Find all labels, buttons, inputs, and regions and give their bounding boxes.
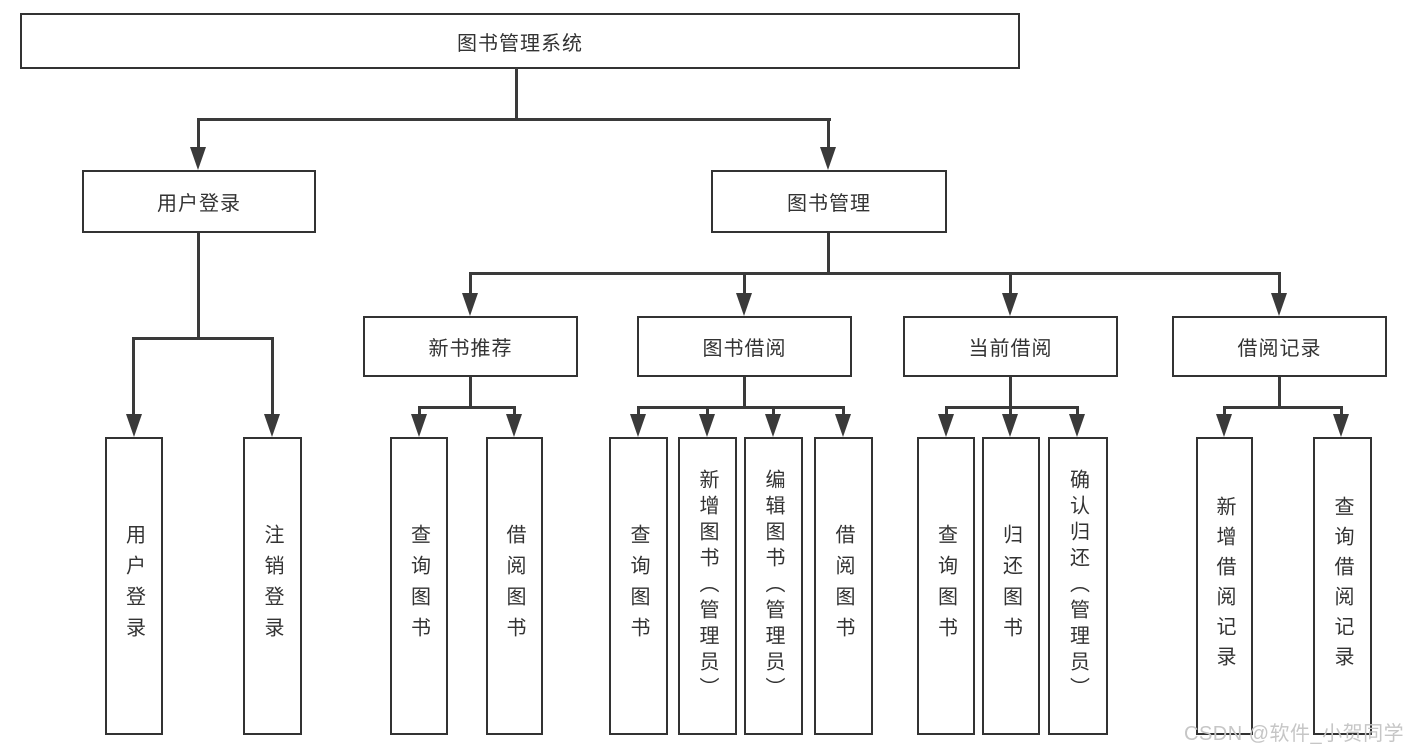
- connector-vline: [1009, 272, 1012, 298]
- leaf-nb-borrow-books: 借阅图书: [486, 437, 543, 735]
- connector-vline: [743, 272, 746, 298]
- node-library-management-system: 图书管理系统: [20, 13, 1020, 69]
- leaf-bb-query-books-label: 查询图书: [627, 524, 649, 648]
- leaf-br-query-record: 查询借阅记录: [1313, 437, 1372, 735]
- leaf-user-login: 用户登录: [105, 437, 163, 735]
- connector-arrowhead: [506, 414, 522, 437]
- leaf-bb-add-books-admin-label: 新增图书（管理员）: [696, 469, 718, 703]
- connector-vline: [706, 406, 709, 418]
- connector-vline: [1340, 406, 1343, 418]
- node-current-borrowing: 当前借阅: [903, 316, 1118, 377]
- connector-vline: [515, 68, 518, 120]
- connector-arrowhead: [462, 293, 478, 316]
- leaf-nb-query-books-label: 查询图书: [407, 524, 430, 648]
- leaf-bb-add-books-admin: 新增图书（管理员）: [678, 437, 737, 735]
- connector-vline: [197, 118, 200, 150]
- leaf-bb-borrow-books: 借阅图书: [814, 437, 873, 735]
- connector-arrowhead: [1216, 414, 1232, 437]
- connector-arrowhead: [190, 147, 206, 170]
- node-book-management: 图书管理: [711, 170, 947, 233]
- leaf-cb-return-books-label: 归还图书: [999, 524, 1022, 648]
- connector-vline: [772, 406, 775, 418]
- leaf-cb-return-books: 归还图书: [982, 437, 1040, 735]
- leaf-user-login-label: 用户登录: [122, 524, 145, 648]
- connector-arrowhead: [699, 414, 715, 437]
- connector-vline: [827, 118, 830, 150]
- connector-vline: [469, 377, 472, 409]
- leaf-cb-confirm-return-admin-label: 确认归还（管理员）: [1066, 469, 1089, 703]
- connector-hline: [637, 406, 845, 409]
- connector-vline: [637, 406, 640, 418]
- connector-arrowhead: [820, 147, 836, 170]
- connector-arrowhead: [765, 414, 781, 437]
- leaf-bb-edit-books-admin-label: 编辑图书（管理员）: [762, 469, 784, 703]
- connector-hline: [469, 272, 1281, 275]
- leaf-bb-borrow-books-label: 借阅图书: [832, 524, 854, 648]
- connector-vline: [1223, 406, 1226, 418]
- connector-arrowhead: [264, 414, 280, 437]
- connector-vline: [132, 337, 135, 419]
- leaf-cb-query-books-label: 查询图书: [934, 524, 957, 648]
- connector-arrowhead: [630, 414, 646, 437]
- leaf-cb-query-books: 查询图书: [917, 437, 975, 735]
- connector-arrowhead: [411, 414, 427, 437]
- connector-arrowhead: [835, 414, 851, 437]
- node-borrowing-records: 借阅记录: [1172, 316, 1387, 377]
- leaf-nb-query-books: 查询图书: [390, 437, 448, 735]
- connector-hline: [132, 337, 274, 340]
- connector-arrowhead: [736, 293, 752, 316]
- connector-vline: [197, 233, 200, 340]
- connector-arrowhead: [1333, 414, 1349, 437]
- leaf-br-add-record: 新增借阅记录: [1196, 437, 1253, 735]
- connector-arrowhead: [1002, 414, 1018, 437]
- leaf-logout-label: 注销登录: [261, 524, 283, 648]
- connector-vline: [1278, 377, 1281, 409]
- leaf-cb-confirm-return-admin: 确认归还（管理员）: [1048, 437, 1108, 735]
- connector-arrowhead: [938, 414, 954, 437]
- connector-vline: [743, 377, 746, 409]
- connector-hline: [1223, 406, 1343, 409]
- leaf-bb-edit-books-admin: 编辑图书（管理员）: [744, 437, 803, 735]
- connector-arrowhead: [1069, 414, 1085, 437]
- connector-vline: [1076, 406, 1079, 418]
- connector-vline: [1278, 272, 1281, 298]
- connector-vline: [842, 406, 845, 418]
- connector-hline: [418, 406, 516, 409]
- node-book-borrowing: 图书借阅: [637, 316, 852, 377]
- connector-vline: [827, 233, 830, 275]
- connector-vline: [418, 406, 421, 418]
- connector-hline: [198, 118, 831, 121]
- leaf-logout: 注销登录: [243, 437, 302, 735]
- connector-hline: [945, 406, 1079, 409]
- connector-vline: [513, 406, 516, 418]
- leaf-br-query-record-label: 查询借阅记录: [1331, 496, 1353, 676]
- connector-vline: [945, 406, 948, 418]
- node-new-book-recommendation: 新书推荐: [363, 316, 578, 377]
- leaf-bb-query-books: 查询图书: [609, 437, 668, 735]
- connector-vline: [1009, 406, 1012, 418]
- leaf-br-add-record-label: 新增借阅记录: [1213, 496, 1235, 676]
- node-user-login-group: 用户登录: [82, 170, 316, 233]
- connector-arrowhead: [1271, 293, 1287, 316]
- connector-vline: [271, 337, 274, 419]
- connector-vline: [469, 272, 472, 298]
- leaf-nb-borrow-books-label: 借阅图书: [503, 524, 525, 648]
- connector-arrowhead: [1002, 293, 1018, 316]
- watermark: CSDN @软件_小贺同学: [1184, 723, 1405, 745]
- connector-vline: [1009, 377, 1012, 409]
- connector-arrowhead: [126, 414, 142, 437]
